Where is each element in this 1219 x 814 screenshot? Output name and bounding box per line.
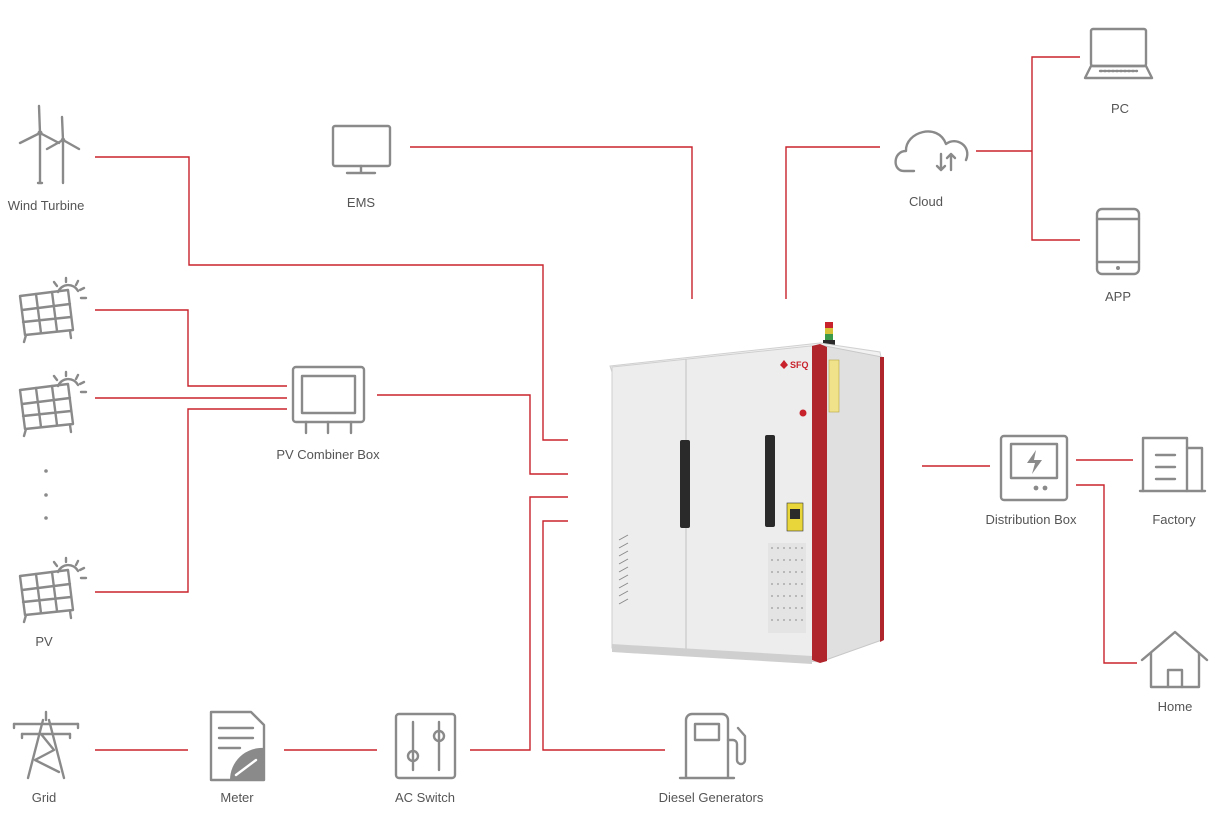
- solar-panel-icon-3: [18, 556, 88, 624]
- cabinet-brand: SFQ: [790, 360, 809, 370]
- edge-cabinet-diesel: [542, 520, 665, 751]
- laptop-icon: [1083, 27, 1154, 80]
- label-ac-switch: AC Switch: [395, 790, 455, 805]
- edge-cloud-pc: [1031, 56, 1080, 151]
- wind-turbine-icon: [18, 104, 61, 185]
- edge-distribution-home: [1076, 484, 1137, 664]
- label-cloud: Cloud: [909, 194, 943, 209]
- edge-combiner-cabinet: [377, 394, 568, 475]
- label-ems: EMS: [346, 195, 376, 210]
- label-grid: Grid: [31, 790, 57, 805]
- edge-pv1-combiner: [95, 309, 287, 387]
- connection-lines: [95, 56, 1137, 751]
- edge-pvn-combiner: [95, 408, 287, 593]
- wind-turbine-icon-2: [45, 115, 81, 185]
- label-factory: Factory: [1152, 512, 1196, 527]
- edge-acswitch-cabinet: [470, 496, 568, 751]
- label-distribution-box: Distribution Box: [985, 512, 1077, 527]
- smartphone-icon: [1095, 207, 1141, 276]
- home-icon: [1140, 630, 1209, 689]
- meter-icon: [209, 710, 266, 782]
- label-diesel-generators: Diesel Generators: [658, 790, 764, 805]
- edge-cloud-app: [1031, 151, 1080, 241]
- edge-wind-cabinet: [95, 156, 568, 441]
- label-pc: PC: [1110, 101, 1130, 116]
- cloud-sync-icon: [894, 130, 969, 173]
- power-tower-icon: [12, 710, 80, 780]
- distribution-box-icon: [999, 434, 1069, 502]
- label-pv-combiner-box: PV Combiner Box: [276, 447, 380, 462]
- solar-panel-icon: [18, 276, 88, 344]
- fuel-pump-icon: [678, 712, 747, 780]
- brand-logo-icon: [780, 360, 788, 369]
- combiner-box-icon: [291, 365, 366, 435]
- monitor-icon: [331, 124, 392, 175]
- switch-icon: [394, 712, 457, 780]
- energy-storage-cabinet-icon: SFQ: [609, 322, 884, 664]
- label-pv: PV: [35, 634, 53, 649]
- label-home: Home: [1157, 699, 1193, 714]
- edge-cabinet-cloud: [785, 146, 880, 299]
- factory-icon: [1138, 436, 1207, 493]
- label-wind-turbine: Wind Turbine: [7, 198, 85, 213]
- edge-ems-cabinet: [410, 146, 693, 299]
- label-meter: Meter: [220, 790, 254, 805]
- ellipsis-dots-icon: [44, 469, 48, 520]
- solar-panel-icon-2: [18, 370, 88, 438]
- label-app: APP: [1104, 289, 1132, 304]
